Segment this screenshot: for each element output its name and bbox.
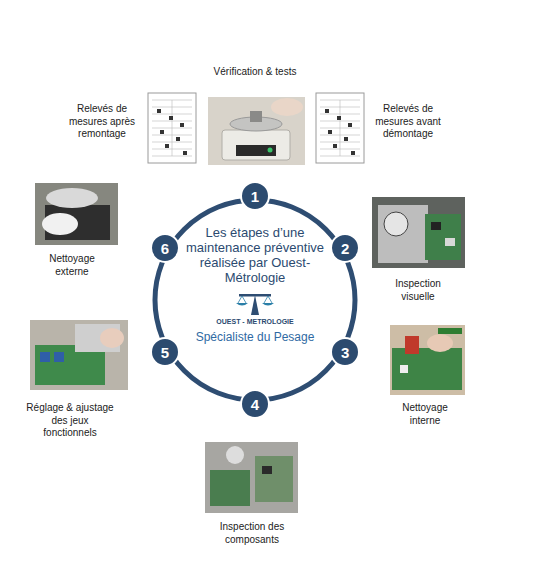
ring-title: Les étapes d’une maintenance préventive … [184, 226, 326, 286]
chip [262, 466, 272, 474]
step-caption: Relevés de mesures avant démontage [368, 103, 448, 141]
step-number: 3 [330, 337, 360, 367]
device-dial [384, 212, 408, 236]
circuit-board [255, 456, 293, 502]
component [400, 365, 408, 373]
logo-scale-icon [234, 289, 276, 317]
component [40, 352, 50, 362]
callout-number: 1 [251, 189, 259, 204]
sheet-marks [157, 109, 187, 155]
scale-body [222, 130, 290, 160]
sheet-grid [152, 100, 192, 156]
photo-cleaning-external [35, 183, 118, 245]
sheet-paper [316, 93, 364, 163]
component [405, 336, 419, 354]
step-caption: Nettoyage interne [389, 402, 461, 427]
step-number: 5 [150, 337, 180, 367]
photo-background [208, 97, 305, 165]
chip [431, 222, 441, 230]
circuit-board [425, 214, 461, 260]
step-number: 4 [240, 389, 270, 419]
callout-number: 5 [161, 345, 169, 360]
photo-inspection [372, 197, 465, 268]
logo-strings [238, 296, 272, 303]
hand [271, 98, 303, 116]
scale-display [236, 145, 276, 156]
step-caption: Réglage & ajustage des jeux fonctionnels [26, 402, 114, 440]
step-number: 6 [150, 233, 180, 263]
hand [427, 334, 453, 352]
ring-circle [155, 200, 355, 400]
device-body [378, 205, 428, 263]
ring-content: Les étapes d’une maintenance préventive … [151, 196, 359, 345]
sheet-paper [148, 93, 196, 163]
measurement-sheet [148, 93, 196, 163]
step-caption: Inspection visuelle [382, 278, 454, 303]
step-caption: Vérification & tests [180, 66, 330, 79]
photo-background [205, 442, 298, 513]
sheet-marks [325, 109, 355, 155]
circuit-board [392, 348, 462, 390]
measurement-sheet [316, 93, 364, 163]
cloth-hand [42, 213, 78, 235]
callout-number: 4 [251, 397, 259, 412]
step-number: 1 [240, 181, 270, 211]
callout-number: 6 [161, 241, 169, 256]
photo-components [205, 442, 298, 513]
photo-background [390, 325, 465, 395]
circuit-board [210, 470, 250, 506]
logo-text: OUEST - METROLOGIE [216, 318, 293, 326]
hand [100, 328, 124, 348]
photo-adjustment [30, 320, 128, 390]
weighing-pan [226, 446, 244, 464]
component [54, 352, 64, 362]
sheet-grid [320, 100, 360, 156]
ring-subtitle: Spécialiste du Pesage [196, 330, 315, 344]
step-caption: Relevés de mesures après remontage [62, 103, 142, 141]
logo-pans [236, 303, 274, 306]
step-number: 2 [330, 233, 360, 263]
weighing-pan [46, 188, 98, 208]
test-weight [250, 111, 262, 122]
step-caption: Inspection des composants [206, 521, 298, 546]
connector [438, 328, 462, 334]
step-caption: Nettoyage externe [36, 253, 108, 278]
callout-number: 3 [341, 345, 349, 360]
callout-number: 2 [341, 241, 349, 256]
process-ring: Les étapes d’une maintenance préventive … [151, 196, 359, 404]
photo-cleaning-internal [390, 325, 465, 395]
chip [445, 238, 455, 246]
display-light [268, 148, 273, 153]
logo-beam [239, 294, 271, 297]
photo-background [35, 183, 118, 245]
photo-background [372, 197, 465, 268]
photo-verification [208, 97, 305, 165]
logo-pillar [251, 295, 259, 315]
photo-background [30, 320, 128, 390]
